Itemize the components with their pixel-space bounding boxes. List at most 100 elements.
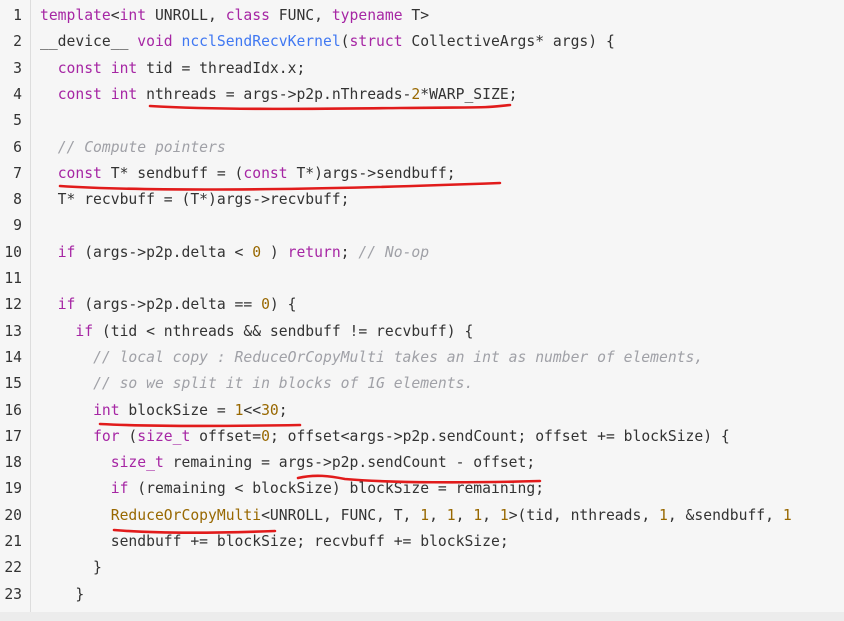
line-number: 13 [4,322,22,340]
code-token: , [429,506,447,524]
code-line: 5 [0,108,844,134]
code-token: <UNROLL, FUNC, T, [261,506,421,524]
code-token: 1 [234,401,244,419]
code-token: T* sendbuff = ( [101,164,244,182]
line-number: 16 [4,401,22,419]
code-text: const int nthreads = args->p2p.nThreads-… [40,82,518,108]
code-text: if (args->p2p.delta < 0 ) return; // No-… [40,240,429,266]
code-text: int blockSize = 1<<30; [40,398,288,424]
code-token: ; offset<args->p2p.sendCount; offset += … [269,427,730,445]
line-number: 21 [4,533,22,550]
code-text: T* recvbuff = (T*)args->recvbuff; [40,187,350,213]
code-text: const int tid = threadIdx.x; [40,56,306,82]
code-line: 14 // local copy : ReduceOrCopyMulti tak… [0,345,844,371]
code-token [102,86,111,103]
code-text: const T* sendbuff = (const T*)args->send… [40,161,456,187]
code-token: int [119,7,147,24]
code-token: 1 [446,506,456,524]
code-token: << [243,401,262,419]
code-line: 7 const T* sendbuff = (const T*)args->se… [0,161,844,187]
code-token: typename [331,7,403,24]
code-text: if (tid < nthreads && sendbuff != recvbu… [40,319,473,345]
code-token: if [57,296,76,314]
code-token: class [225,7,270,24]
code-line: 11 [0,266,844,292]
code-line: 22 } [0,555,844,581]
code-token: const [57,59,102,77]
code-token: struct [349,33,403,51]
line-number: 8 [13,191,22,209]
code-token: ) [261,243,288,261]
gutter-divider [30,0,31,621]
code-line: 15 // so we split it in blocks of 1G ele… [0,371,844,397]
code-token: remaining = args->p2p.sendCount - offset… [163,454,536,472]
code-token: , [482,506,500,524]
code-token: size_t [137,427,191,445]
code-token: ( [340,33,350,51]
code-line: 6 // Compute pointers [0,135,844,161]
code-text: template<int UNROLL, class FUNC, typenam… [40,3,429,29]
code-token: 1 [420,506,430,524]
code-token [40,86,58,103]
code-text: // Compute pointers [40,135,226,161]
code-token: const [57,164,102,182]
code-line: 4 const int nthreads = args->p2p.nThread… [0,82,844,108]
code-token: ReduceOrCopyMulti [110,506,262,524]
code-text: } [40,582,84,608]
code-token: const [243,164,288,182]
code-line: 23 } [0,582,844,608]
code-token [40,60,58,77]
code-token: __device__ [40,33,138,51]
code-token: T* recvbuff = (T*)args->recvbuff; [40,191,350,209]
code-line: 18 size_t remaining = args->p2p.sendCoun… [0,450,844,476]
code-line: 9 [0,213,844,239]
code-token [40,296,58,313]
code-token: 1 [499,506,509,524]
code-text: sendbuff += blockSize; recvbuff += block… [40,529,509,555]
code-token: sendbuff += blockSize; recvbuff += block… [40,533,509,550]
code-token: // Compute pointers [57,138,226,156]
code-line: 21 sendbuff += blockSize; recvbuff += bl… [0,529,844,555]
code-token: if [110,480,129,498]
code-token: (remaining < blockSize) blockSize = rema… [128,480,545,498]
code-token [173,33,182,50]
code-text: } [40,555,102,581]
code-token: template [40,7,111,24]
line-number: 19 [4,480,22,498]
code-token: } [40,585,85,603]
code-token: void [137,33,173,51]
code-token [40,454,111,471]
code-token: (args->p2p.delta < [75,243,253,261]
code-token: if [75,322,94,340]
code-text: if (args->p2p.delta == 0) { [40,292,297,318]
code-token: int [110,85,138,103]
horizontal-scrollbar[interactable] [0,612,844,621]
code-token [40,480,111,497]
code-line: 19 if (remaining < blockSize) blockSize … [0,476,844,502]
code-token: int [93,401,120,419]
code-token [40,244,58,261]
line-number: 4 [13,85,22,103]
code-token: tid = threadIdx.x; [137,59,306,77]
code-token: ) { [269,296,297,314]
code-token: // No-op [358,243,430,261]
code-line: 16 int blockSize = 1<<30; [0,398,844,424]
code-text: __device__ void ncclSendRecvKernel(struc… [40,29,615,55]
code-token: , [455,506,474,524]
code-token: 0 [252,243,262,261]
code-text: // so we split it in blocks of 1G elemen… [40,371,473,397]
code-token: nthreads = args->p2p.nThreads- [137,85,412,103]
code-token: blockSize = [119,401,235,419]
code-token: , &sendbuff, [667,506,783,524]
code-token: } [40,559,102,577]
code-token: 1 [659,506,668,524]
code-token: ( [119,427,138,445]
code-token: 1 [473,506,483,524]
code-token: // local copy : ReduceOrCopyMulti takes … [93,348,704,366]
line-number: 14 [4,348,22,366]
code-line: 2__device__ void ncclSendRecvKernel(stru… [0,29,844,55]
code-token: FUNC, [269,7,332,24]
code-token [102,60,111,77]
code-token [40,428,93,445]
